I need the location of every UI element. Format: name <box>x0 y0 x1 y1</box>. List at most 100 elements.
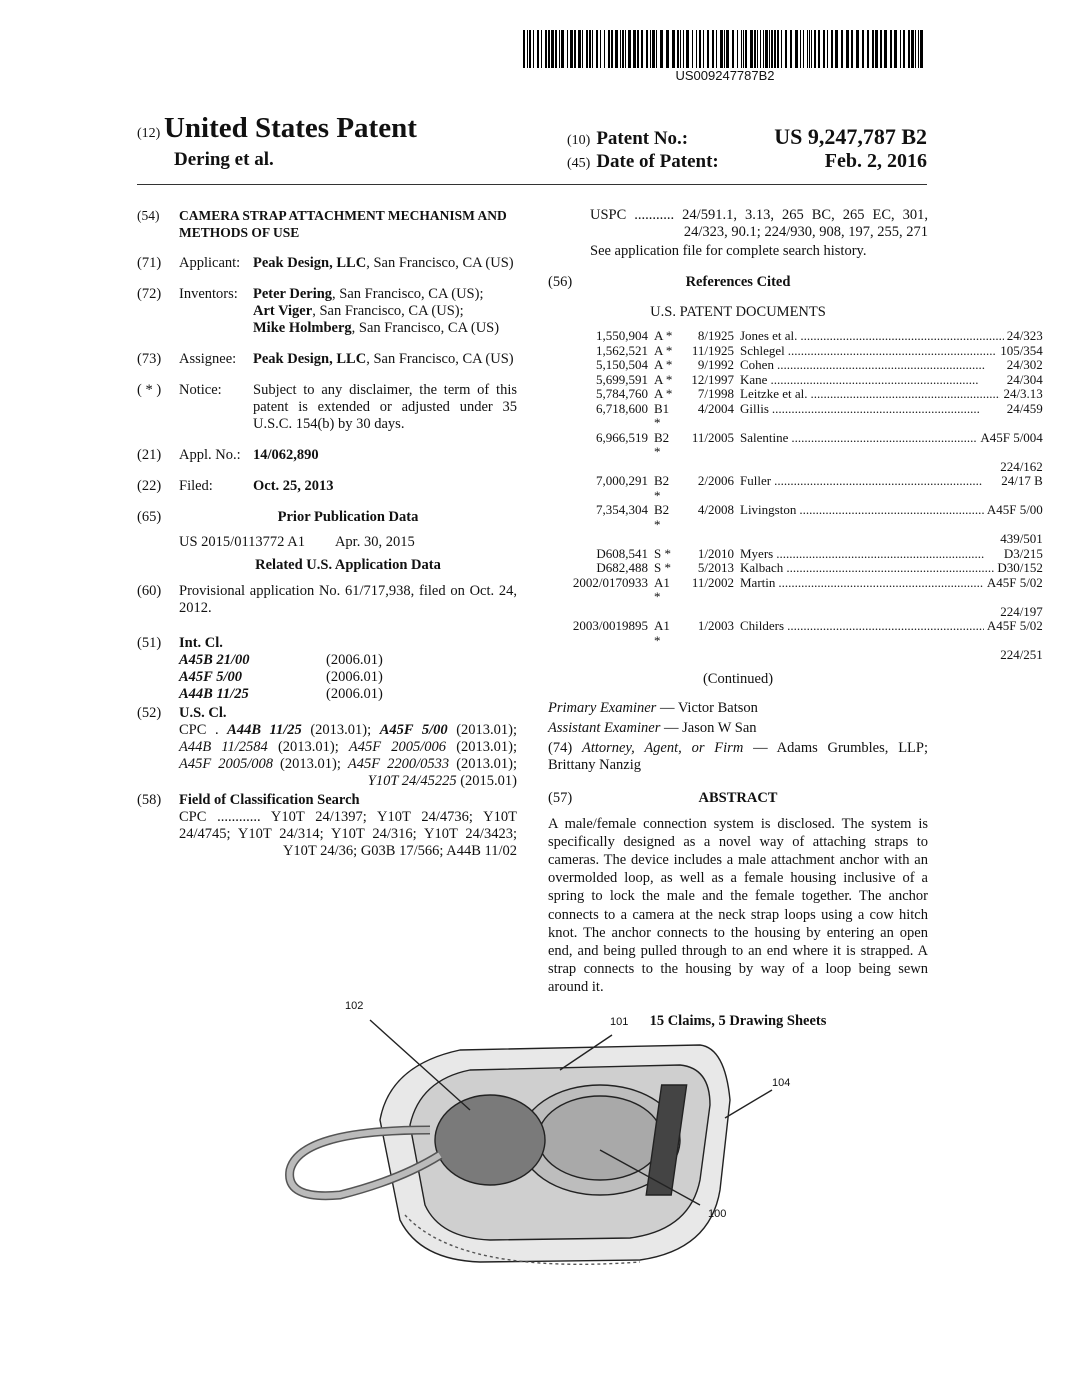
code: (22) <box>137 478 162 494</box>
barcode-bar <box>551 30 554 68</box>
value: 14/062,890 <box>253 447 319 463</box>
barcode-bar <box>777 30 779 68</box>
code: (12) <box>137 126 161 141</box>
assignee-location: , San Francisco, CA (US) <box>366 351 514 367</box>
barcode-bar <box>641 30 643 68</box>
ref-name-class: Fuller24/17 B <box>740 473 1043 503</box>
ref-name-class: Childers A45F 5/02 <box>740 618 1043 648</box>
ref-kind: A * <box>654 386 673 401</box>
barcode-bar <box>851 30 853 68</box>
inventor-location: , San Francisco, CA (US) <box>351 320 500 336</box>
barcode-bar <box>696 30 697 68</box>
code: ( * ) <box>137 382 162 398</box>
barcode-bar <box>716 30 717 68</box>
label-100: 100 <box>708 1208 726 1220</box>
inventor: Mike Holmberg <box>253 320 352 336</box>
cpc-label: CPC . <box>179 722 228 738</box>
code: (74) <box>548 739 573 756</box>
ref-name: Childers <box>740 618 785 633</box>
barcode-bar <box>880 30 882 68</box>
label: Filed: <box>179 478 213 494</box>
ref-class: 24/304 <box>1006 371 1043 387</box>
ref-number: D682,488 <box>596 560 648 575</box>
barcode-bar <box>743 30 744 68</box>
barcode-bar <box>600 30 601 68</box>
value: Feb. 2, 2016 <box>824 150 927 172</box>
ref-name: Salentine <box>740 429 789 445</box>
field-21-appl-no: (21)Appl. No.:14/062,890 <box>137 447 517 464</box>
cpc-class: A45F 2200/0533 <box>347 756 450 772</box>
ref-kind: A * <box>654 371 673 387</box>
barcode-bar <box>785 30 787 68</box>
label: Date of Patent: <box>596 151 719 172</box>
code: (54) <box>137 208 160 223</box>
int-cl-row: A44B 11/25 (2006.01) <box>179 686 517 703</box>
code: (65) <box>137 509 162 525</box>
ref-class: A45F 5/02 <box>986 618 1043 633</box>
barcode-bar <box>652 30 655 68</box>
barcode-bar <box>823 30 825 68</box>
ref-number: 5,150,504 <box>596 357 648 372</box>
barcode-bar <box>707 30 709 68</box>
label: Assignee: <box>179 351 237 367</box>
cpc-class: A44B 11/25 <box>227 722 302 738</box>
barcode-bar <box>637 30 639 68</box>
field-71-applicant: (71)Applicant:Peak Design, LLC, San Fran… <box>137 255 517 272</box>
value: — Jason W San <box>660 719 757 736</box>
field-73-assignee: (73)Assignee:Peak Design, LLC, San Franc… <box>137 351 517 368</box>
value: Oct. 25, 2013 <box>253 478 334 494</box>
barcode-bar <box>890 30 892 68</box>
related-heading: Related U.S. Application Data <box>255 557 441 573</box>
ref-kind: S * <box>654 545 671 561</box>
barcode-bar <box>884 30 887 68</box>
barcode-bar <box>807 30 808 68</box>
ref-kind: S * <box>654 560 671 575</box>
ref-class: 24/459 <box>1006 400 1043 416</box>
texture <box>404 1214 641 1266</box>
barcode-bar <box>908 30 910 68</box>
ref-date: 7/1998 <box>697 386 734 401</box>
barcode-bar <box>915 30 916 68</box>
ref-name: Livingston <box>740 502 797 517</box>
strap-loop-highlight <box>286 1127 442 1199</box>
version: (2006.01) <box>326 686 383 702</box>
barcode-bar <box>548 30 550 68</box>
ref-date: 11/1925 <box>691 342 734 358</box>
barcode-bar <box>803 30 804 68</box>
ref-class: 24/17 B <box>1001 473 1043 488</box>
ref-name-class: KalbachD30/152 <box>740 560 1043 576</box>
ref-name: Schlegel <box>740 342 785 358</box>
barcode-bar <box>760 30 761 68</box>
ref-number: 2002/0170933 <box>572 574 648 590</box>
barcode-bar <box>809 30 810 68</box>
ref-kind: A * <box>654 357 673 372</box>
inventor-location: , San Francisco, CA (US); <box>332 286 484 302</box>
document-title: United States Patent <box>163 112 417 144</box>
barcode-bar <box>754 30 756 68</box>
barcode-bar <box>726 30 729 68</box>
barcode-bar <box>811 30 812 68</box>
ref-date: 9/1992 <box>697 357 734 372</box>
cpc-version: (2013.01); <box>301 722 380 738</box>
barcode-bar <box>795 30 798 68</box>
spring-bar <box>645 1084 688 1196</box>
barcode-bar <box>578 30 581 68</box>
barcode-bar <box>846 30 849 68</box>
class: A44B 11/25 <box>179 686 249 702</box>
ref-date: 4/2008 <box>697 502 734 517</box>
ref-kind: B1 * <box>654 400 670 430</box>
ref-name: Jones et al. <box>740 328 798 343</box>
label: Applicant: <box>179 255 241 271</box>
barcode-bar <box>656 30 657 68</box>
ref-name-class: Leitzke et al.24/3.13 <box>740 386 1043 402</box>
cpc-version: (2015.01) <box>456 773 517 789</box>
value: — Victor Batson <box>656 699 758 716</box>
ref-kind: B2 * <box>654 429 670 459</box>
cpc-version: (2013.01); <box>446 739 517 755</box>
barcode-bar <box>763 30 764 68</box>
ref-number: 2003/0019895 <box>572 618 648 633</box>
label: Appl. No.: <box>179 447 241 463</box>
barcode-bar <box>814 30 816 68</box>
field-57-abstract: (57) ABSTRACT <box>548 790 928 807</box>
